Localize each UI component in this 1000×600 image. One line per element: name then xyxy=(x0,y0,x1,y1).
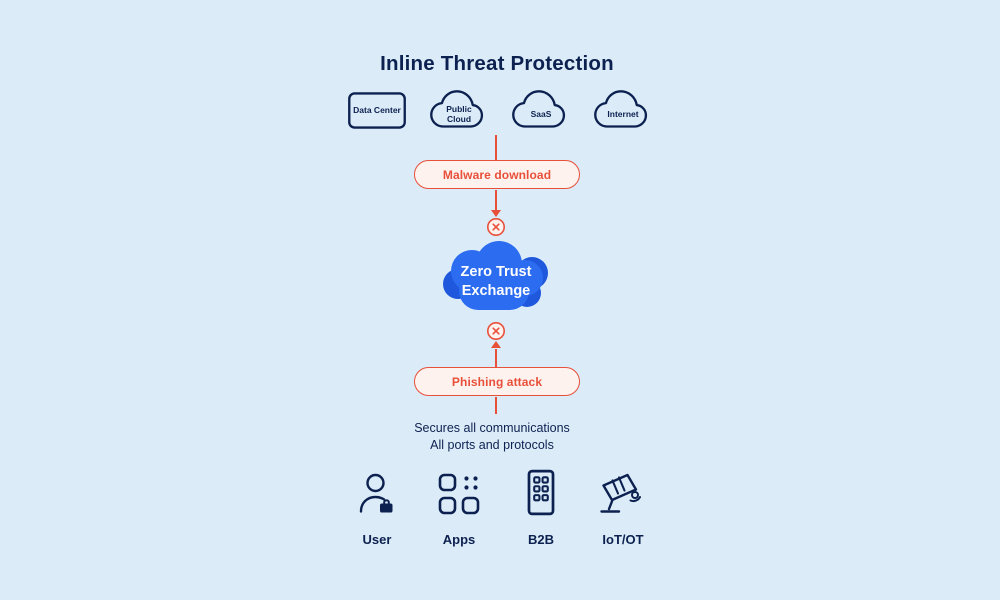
data-center-icon xyxy=(348,92,406,129)
sources-row: Data Center Public Cloud SaaS xyxy=(0,88,1000,133)
destination-user: User xyxy=(337,464,418,547)
public-cloud-icon-box: Public Cloud xyxy=(427,88,491,133)
source-label-internet: Internet xyxy=(607,108,639,119)
caption: Secures all communications All ports and… xyxy=(0,420,984,453)
b2b-icon-box xyxy=(518,464,564,516)
zero-trust-exchange-hub: Zero Trust Exchange xyxy=(431,238,561,322)
user-icon-box xyxy=(354,464,400,516)
b2b-building-icon xyxy=(527,469,555,516)
diagram-title: Inline Threat Protection xyxy=(380,52,614,75)
phishing-attack-badge: Phishing attack xyxy=(414,367,580,396)
destination-label-iot-ot: IoT/OT xyxy=(602,532,644,547)
source-saas: SaaS xyxy=(501,88,581,133)
connector-malware-to-block xyxy=(495,190,497,211)
connector-phishing-to-caption xyxy=(495,397,497,414)
iot-ot-camera-icon xyxy=(600,473,641,513)
saas-icon-box: SaaS xyxy=(509,88,573,133)
iot-ot-icon-box xyxy=(598,464,648,516)
destination-apps: Apps xyxy=(419,464,500,547)
source-label-saas: SaaS xyxy=(530,108,552,119)
phishing-attack-label: Phishing attack xyxy=(451,374,543,389)
destination-iot-ot: IoT/OT xyxy=(583,464,664,547)
zero-trust-exchange-cloud-icon xyxy=(443,241,548,310)
source-data-center: Data Center xyxy=(337,88,417,133)
destination-label-b2b: B2B xyxy=(527,532,554,547)
public-cloud-icon xyxy=(430,90,484,128)
arrow-up-icon xyxy=(491,341,501,348)
destinations-row: User Apps xyxy=(0,464,1000,547)
caption-line1: Secures all communications xyxy=(414,421,570,435)
destination-label-apps: Apps xyxy=(442,532,476,547)
caption-line2: All ports and protocols xyxy=(430,437,554,452)
source-label-public-cloud: Public Cloud xyxy=(446,103,472,124)
malware-download-label: Malware download xyxy=(442,167,552,182)
user-icon xyxy=(359,473,393,513)
saas-cloud-icon xyxy=(512,90,566,128)
malware-download-badge: Malware download xyxy=(414,160,580,189)
internet-cloud-icon xyxy=(594,90,648,128)
data-center-icon-box: Data Center xyxy=(345,88,409,133)
hub-label-line1: Zero Trust xyxy=(460,264,532,281)
threat-blocked-top-icon xyxy=(487,218,505,236)
threat-blocked-bottom-icon xyxy=(487,322,505,340)
destination-b2b: B2B xyxy=(501,464,582,547)
source-public-cloud: Public Cloud xyxy=(419,88,499,133)
source-internet: Internet xyxy=(583,88,663,133)
destination-label-user: User xyxy=(362,532,392,547)
internet-icon-box: Internet xyxy=(591,88,655,133)
connector-phishing-to-block xyxy=(495,349,497,367)
hub-label-line2: Exchange xyxy=(461,282,531,299)
connector-sources-to-malware xyxy=(495,135,497,160)
apps-icon-box xyxy=(437,464,481,516)
zero-trust-exchange-label: Zero Trust Exchange xyxy=(431,238,561,322)
arrow-down-icon xyxy=(491,210,501,217)
source-label-data-center: Data Center xyxy=(353,104,401,115)
apps-icon xyxy=(438,473,480,515)
